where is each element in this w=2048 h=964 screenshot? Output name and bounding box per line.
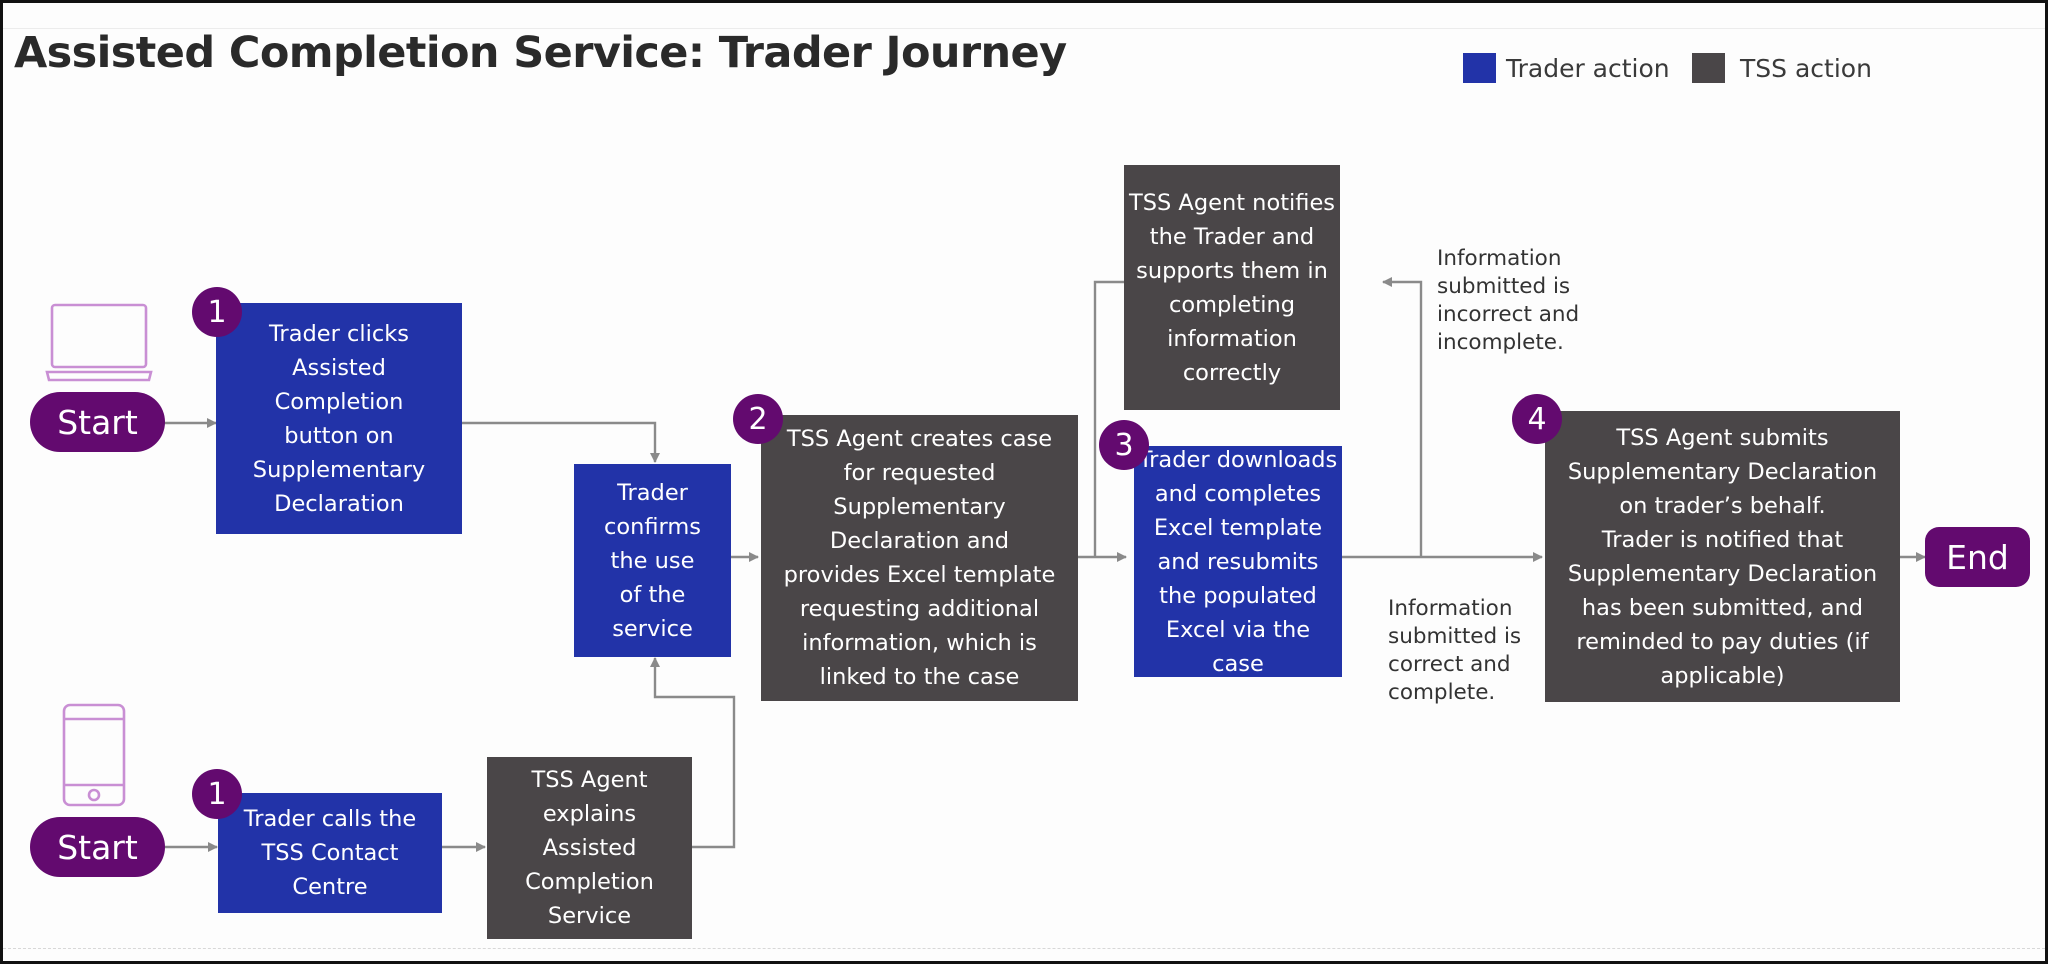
step-trader-confirms: Trader confirms the use of the service	[574, 464, 731, 657]
arrow-notifies-to-downloads	[1093, 280, 1124, 557]
step-number-badge: 2	[733, 394, 783, 444]
step-number-badge: 3	[1099, 420, 1149, 470]
legend-swatch-tss	[1692, 53, 1725, 83]
step-agent-creates-case: TSS Agent creates case for requested Sup…	[761, 415, 1078, 701]
step-agent-submits: TSS Agent submits Supplementary Declarat…	[1545, 411, 1900, 702]
footer-divider	[3, 948, 2045, 949]
step-number-badge: 1	[192, 287, 242, 337]
step-agent-notifies: TSS Agent notifies the Trader and suppor…	[1124, 165, 1340, 410]
step-trader-calls: Trader calls the TSS Contact Centre	[218, 793, 442, 913]
legend-swatch-trader	[1463, 53, 1496, 83]
laptop-icon	[45, 303, 153, 382]
legend-label-trader: Trader action	[1506, 54, 1670, 83]
start-pill-phone: Start	[30, 817, 165, 877]
page-title: Assisted Completion Service: Trader Jour…	[14, 28, 1067, 78]
step-number-badge: 1	[192, 769, 242, 819]
arrow-explains-to-confirms	[650, 657, 736, 849]
header-divider	[3, 28, 2045, 29]
step-trader-clicks: Trader clicks Assisted Completion button…	[216, 303, 462, 534]
start-pill-online: Start	[30, 392, 165, 452]
step-trader-downloads: Trader downloads and completes Excel tem…	[1134, 446, 1342, 677]
legend-label-tss: TSS action	[1740, 54, 1872, 83]
end-pill: End	[1925, 527, 2030, 587]
note-incorrect-information: Information submitted is incorrect and i…	[1437, 246, 1580, 355]
arrow-clicks-to-confirms	[462, 421, 660, 463]
arrow-loopback-to-notifies	[1382, 277, 1423, 557]
note-correct-information: Information submitted is correct and com…	[1388, 596, 1522, 705]
step-agent-explains: TSS Agent explains Assisted Completion S…	[487, 757, 692, 939]
step-number-badge: 4	[1512, 394, 1562, 444]
mobile-phone-icon	[62, 703, 126, 807]
